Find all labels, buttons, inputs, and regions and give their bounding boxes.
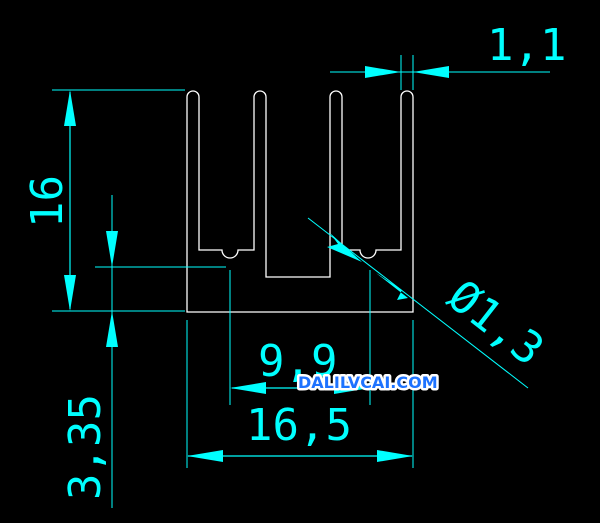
- watermark-text: DALILVCAI.COM: [298, 373, 438, 392]
- dimension-lines: [69, 92, 412, 457]
- dimension-arrowheads: [64, 66, 449, 462]
- dim-overall-width: 16,5: [246, 400, 352, 451]
- watermark: DALILVCAI.COM DALILVCAI.COM: [296, 371, 441, 395]
- dim-base-thickness: 3,35: [60, 394, 111, 500]
- dim-inner-span: 9,9: [258, 336, 337, 387]
- dim-height: 16: [22, 175, 73, 228]
- watermark-outline: DALILVCAI.COM: [298, 373, 438, 392]
- dim-fin-thickness: 1,1: [487, 20, 566, 71]
- dim-groove-diameter: Ø1,3: [438, 270, 553, 375]
- heatsink-profile: [186, 90, 414, 313]
